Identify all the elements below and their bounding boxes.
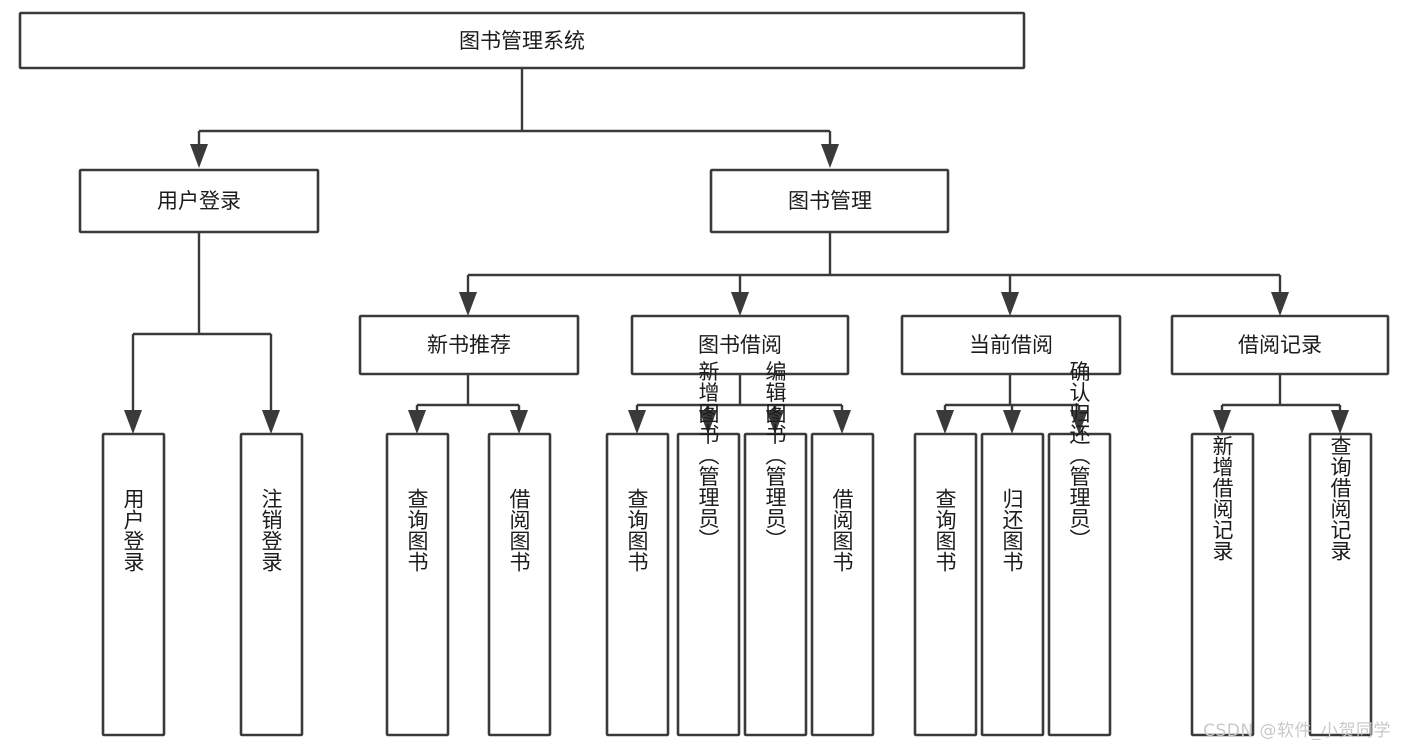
node-leaf-borrow-book-1-label: 借阅图书 xyxy=(507,488,531,572)
arrow-head-leaf-add-book xyxy=(699,410,717,434)
node-new-book-rec-box[interactable] xyxy=(358,314,580,376)
node-leaf-query-book-1-box[interactable] xyxy=(385,432,450,737)
node-leaf-query-book-3[interactable]: 查询图书 xyxy=(913,432,978,737)
node-leaf-user-login[interactable]: 用户登录 xyxy=(101,432,166,737)
node-book-borrow-box[interactable] xyxy=(630,314,850,376)
node-leaf-borrow-book-1[interactable]: 借阅图书 xyxy=(487,432,552,737)
node-leaf-return-book-label: 归还图书 xyxy=(1000,488,1024,572)
node-current-borrow[interactable]: 当前借阅 xyxy=(900,314,1122,376)
node-leaf-return-book-box[interactable] xyxy=(980,432,1045,737)
node-leaf-add-book-box[interactable] xyxy=(676,432,741,737)
edge-new-book-rec-bus xyxy=(415,374,521,412)
edge-borrow-record-bus xyxy=(1220,374,1342,412)
node-book-borrow[interactable]: 图书借阅 xyxy=(630,314,850,376)
arrow-head-leaf-return-book xyxy=(1003,410,1021,434)
arrow-head-current-borrow xyxy=(1001,292,1019,316)
node-leaf-logout-box[interactable] xyxy=(239,432,304,737)
node-book-manage-label: 图书管理 xyxy=(788,189,872,213)
node-leaf-confirm-return[interactable]: 确认归还（管理员） xyxy=(1047,361,1112,737)
edge-current-borrow-bus xyxy=(943,374,1081,412)
arrow-head-leaf-query-book-1 xyxy=(408,410,426,434)
node-leaf-user-login-label: 用户登录 xyxy=(121,488,145,572)
node-leaf-logout[interactable]: 注销登录 xyxy=(239,432,304,737)
node-user-login-label: 用户登录 xyxy=(157,189,241,213)
edge-book-borrow-bus xyxy=(635,374,844,412)
node-leaf-query-record-box[interactable] xyxy=(1308,432,1373,737)
node-leaf-logout-label: 注销登录 xyxy=(259,488,283,572)
node-book-borrow-label: 图书借阅 xyxy=(698,333,782,357)
node-new-book-rec[interactable]: 新书推荐 xyxy=(358,314,580,376)
node-user-login[interactable]: 用户登录 xyxy=(78,168,320,234)
node-leaf-query-book-1-label: 查询图书 xyxy=(405,488,429,572)
node-leaf-query-record[interactable]: 查询借阅记录 xyxy=(1308,432,1373,737)
node-root-label: 图书管理系统 xyxy=(459,29,585,53)
node-leaf-query-book-3-box[interactable] xyxy=(913,432,978,737)
node-borrow-record[interactable]: 借阅记录 xyxy=(1170,314,1390,376)
node-leaf-edit-book-label: 编辑图书（管理员） xyxy=(763,361,787,550)
csdn-watermark: CSDN @软件_小贺同学 xyxy=(1203,721,1391,741)
node-leaf-borrow-book-2-label: 借阅图书 xyxy=(830,488,854,572)
node-leaf-return-book[interactable]: 归还图书 xyxy=(980,432,1045,737)
arrow-head-borrow-record xyxy=(1271,292,1289,316)
arrow-head-leaf-borrow-book-1 xyxy=(510,410,528,434)
node-leaf-query-record-label: 查询借阅记录 xyxy=(1328,435,1352,561)
node-book-manage[interactable]: 图书管理 xyxy=(709,168,950,234)
edge-root-to-level2-bus xyxy=(197,68,832,146)
node-leaf-borrow-book-2[interactable]: 借阅图书 xyxy=(810,432,875,737)
node-new-book-rec-label: 新书推荐 xyxy=(427,333,511,357)
arrow-head-leaf-edit-book xyxy=(766,410,784,434)
node-leaf-borrow-book-1-box[interactable] xyxy=(487,432,552,737)
node-book-manage-box[interactable] xyxy=(709,168,950,234)
node-leaf-user-login-box[interactable] xyxy=(101,432,166,737)
arrow-head-leaf-add-record xyxy=(1213,410,1231,434)
node-leaf-edit-book-box[interactable] xyxy=(743,432,808,737)
node-leaf-query-book-2-box[interactable] xyxy=(605,432,670,737)
node-root[interactable]: 图书管理系统 xyxy=(18,11,1026,70)
node-leaf-confirm-return-label: 确认归还（管理员） xyxy=(1067,361,1091,550)
arrow-head-book-borrow xyxy=(731,292,749,316)
node-leaf-query-book-2[interactable]: 查询图书 xyxy=(605,432,670,737)
arrow-head-leaf-query-book-3 xyxy=(936,410,954,434)
arrow-head-leaf-query-record xyxy=(1331,410,1349,434)
node-leaf-add-book-label: 新增图书（管理员） xyxy=(696,361,720,550)
node-leaf-add-record-box[interactable] xyxy=(1190,432,1255,737)
node-current-borrow-label: 当前借阅 xyxy=(969,333,1053,357)
node-leaf-edit-book[interactable]: 编辑图书（管理员） xyxy=(743,361,808,737)
node-leaf-add-record-label: 新增借阅记录 xyxy=(1210,435,1234,561)
edge-book-manage-bus xyxy=(466,232,1282,296)
node-leaf-confirm-return-box[interactable] xyxy=(1047,432,1112,737)
node-leaf-query-book-2-label: 查询图书 xyxy=(625,488,649,572)
arrow-head-user-login xyxy=(190,144,208,168)
arrow-head-leaf-query-book-2 xyxy=(628,410,646,434)
node-borrow-record-label: 借阅记录 xyxy=(1238,333,1322,357)
node-current-borrow-box[interactable] xyxy=(900,314,1122,376)
node-root-box[interactable] xyxy=(18,11,1026,70)
arrow-head-leaf-logout xyxy=(262,410,280,434)
node-leaf-query-book-1[interactable]: 查询图书 xyxy=(385,432,450,737)
arrow-head-leaf-confirm-return xyxy=(1070,410,1088,434)
node-leaf-add-book[interactable]: 新增图书（管理员） xyxy=(676,361,741,737)
node-user-login-box[interactable] xyxy=(78,168,320,234)
arrow-head-leaf-user-login xyxy=(124,410,142,434)
node-leaf-borrow-book-2-box[interactable] xyxy=(810,432,875,737)
node-borrow-record-box[interactable] xyxy=(1170,314,1390,376)
arrow-head-book-manage xyxy=(821,144,839,168)
connector-layer xyxy=(124,68,1349,434)
node-leaf-query-book-3-label: 查询图书 xyxy=(933,488,957,572)
arrow-head-new-book-rec xyxy=(459,292,477,316)
node-leaf-add-record[interactable]: 新增借阅记录 xyxy=(1190,432,1255,737)
arrow-head-leaf-borrow-book-2 xyxy=(833,410,851,434)
edge-user-login-bus xyxy=(131,232,273,412)
